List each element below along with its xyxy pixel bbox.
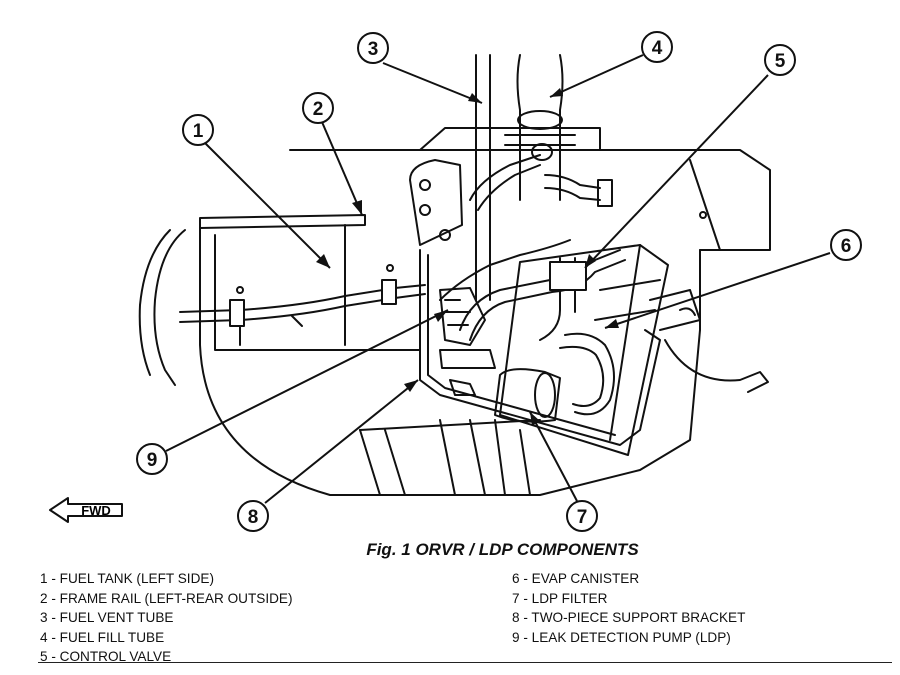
- legend-left-column: 1 - FUEL TANK (LEFT SIDE) 2 - FRAME RAIL…: [40, 569, 293, 667]
- callout-3-number: 3: [368, 39, 379, 60]
- fwd-arrow: FWD: [49, 497, 123, 523]
- callout-6-number: 6: [841, 236, 852, 257]
- legend-item: 4 - FUEL FILL TUBE: [40, 629, 165, 645]
- callout-5: 5: [764, 44, 796, 76]
- fuel-tank-outline: [199, 227, 701, 496]
- legend-item: 1 - FUEL TANK (LEFT SIDE): [40, 571, 214, 586]
- mounting-plate: [409, 159, 463, 246]
- callout-7: 7: [566, 500, 598, 532]
- callout-7-number: 7: [577, 507, 588, 528]
- callout-8-number: 8: [248, 507, 259, 528]
- line-drawing: [138, 54, 771, 496]
- callout-4-number: 4: [652, 38, 663, 59]
- ldp-filter: [494, 368, 561, 423]
- callout-4: 4: [641, 31, 673, 63]
- legend-item: 3 - FUEL VENT TUBE: [40, 610, 174, 626]
- callout-1-number: 1: [193, 121, 204, 142]
- figure-caption: Fig. 1 ORVR / LDP COMPONENTS: [366, 540, 639, 559]
- evap-canister: [499, 244, 669, 456]
- fuel-vent-tube: [475, 54, 491, 301]
- callout-2: 2: [302, 92, 334, 124]
- legend-item: 7 - LDP FILTER: [512, 590, 608, 606]
- legend-item: 5 - CONTROL VALVE: [40, 649, 172, 665]
- legend-item: 9 - LEAK DETECTION PUMP (LDP): [512, 629, 731, 645]
- callout-1: 1: [182, 114, 214, 146]
- legend-item: 8 - TWO-PIECE SUPPORT BRACKET: [512, 610, 746, 626]
- leak-detection-pump: [439, 287, 486, 346]
- orvr-ldp-diagram: FWD 1 2 3 4 5: [49, 31, 862, 532]
- callout-5-number: 5: [775, 51, 786, 72]
- legend-right-column: 6 - EVAP CANISTER 7 - LDP FILTER 8 - TWO…: [512, 569, 745, 647]
- frame-rail: [199, 214, 366, 229]
- callout-6: 6: [830, 229, 862, 261]
- fwd-label: FWD: [81, 503, 111, 518]
- legend-item: 2 - FRAME RAIL (LEFT-REAR OUTSIDE): [40, 590, 293, 606]
- legend-item: 6 - EVAP CANISTER: [512, 571, 640, 586]
- callout-9: 9: [136, 443, 168, 475]
- callout-9-number: 9: [147, 450, 158, 471]
- fuel-fill-tube: [516, 54, 564, 201]
- leader-lines: [165, 54, 831, 504]
- support-bracket: [419, 249, 661, 446]
- bottom-divider: [38, 662, 892, 663]
- callout-2-number: 2: [313, 99, 324, 120]
- callout-8: 8: [237, 500, 269, 532]
- callout-3: 3: [357, 32, 389, 64]
- leader-arrowheads: [316, 88, 619, 426]
